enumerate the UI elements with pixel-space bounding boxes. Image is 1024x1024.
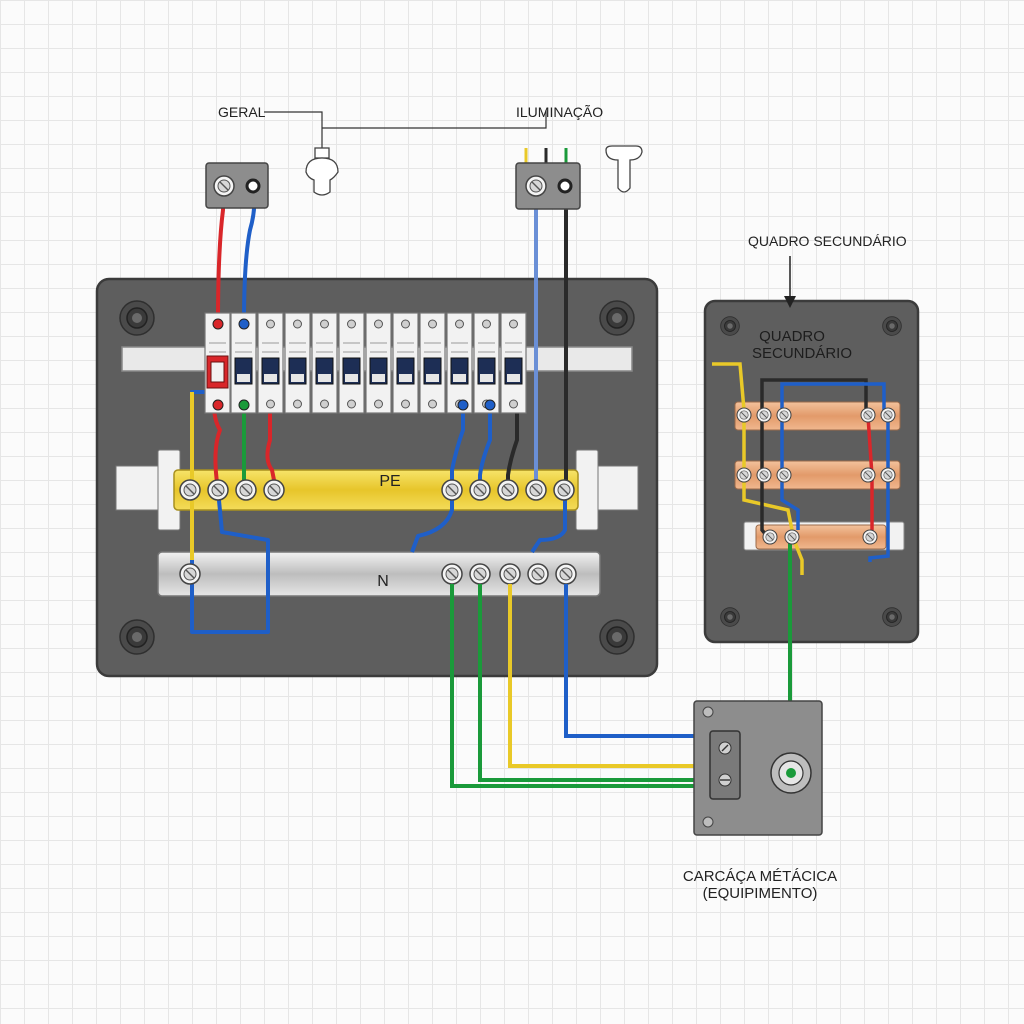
- n-bar-label: N: [377, 573, 389, 590]
- terminal-screw-icon: [527, 563, 549, 585]
- geral-label: GERAL: [218, 104, 266, 120]
- terminal-screw-icon: [347, 319, 356, 329]
- breaker-row: [204, 312, 527, 414]
- circuit-breaker: [257, 312, 284, 414]
- terminal-screw-icon: [756, 467, 772, 483]
- mounting-hole-icon: [882, 316, 902, 336]
- circuit-breaker: [473, 312, 500, 414]
- circuit-breaker: [365, 312, 392, 414]
- mounting-hole-icon: [119, 619, 155, 655]
- terminal-dot: [238, 318, 250, 330]
- secondary-panel: [703, 299, 920, 770]
- equipment-label: CARCÁÇA MÉTÁCICA (EQUIPIMENTO): [680, 868, 840, 902]
- terminal-screw-icon: [235, 479, 257, 501]
- terminal-screw-icon: [509, 319, 518, 329]
- terminal-screw-icon: [762, 529, 778, 545]
- mounting-hole-icon: [599, 300, 635, 336]
- terminal-screw-icon: [441, 479, 463, 501]
- terminal-screw-icon: [776, 467, 792, 483]
- mounting-hole-icon: [119, 300, 155, 336]
- equipment-label-line2: (EQUIPIMENTO): [702, 885, 818, 902]
- terminal-screw-icon: [213, 175, 235, 197]
- terminal-screw-icon: [525, 479, 547, 501]
- mounting-hole-icon: [720, 607, 740, 627]
- mounting-hole-icon: [720, 316, 740, 336]
- terminal-screw-icon: [776, 407, 792, 423]
- terminal-screw-icon: [207, 479, 229, 501]
- terminal-screw-icon: [880, 467, 896, 483]
- circuit-breaker: [392, 312, 419, 414]
- terminal-screw-icon: [860, 407, 876, 423]
- terminal-screw-icon: [374, 319, 383, 329]
- quadro-secundario-label: QUADRO SECUNDÁRIO: [748, 233, 907, 249]
- terminal-screw-icon: [880, 407, 896, 423]
- equipment-box: [693, 700, 823, 836]
- circuit-breaker: [446, 312, 473, 414]
- pe-bar-label: PE: [379, 473, 400, 490]
- terminal-screw-icon: [266, 399, 275, 409]
- terminal-screw-icon: [555, 563, 577, 585]
- terminal-dot: [457, 399, 469, 411]
- terminal-screw-icon: [736, 467, 752, 483]
- secondary-panel-title-line1: QUADRO: [759, 328, 825, 345]
- terminal-screw-icon: [179, 563, 201, 585]
- terminal-screw-icon: [293, 319, 302, 329]
- terminal-screw-icon: [497, 479, 519, 501]
- terminal-screw-icon: [179, 479, 201, 501]
- terminal-dot: [484, 399, 496, 411]
- mounting-hole-icon: [882, 607, 902, 627]
- iluminacao-switch-box: [515, 162, 581, 210]
- terminal-screw-icon: [736, 407, 752, 423]
- terminal-screw-icon: [441, 563, 463, 585]
- circuit-breaker: [338, 312, 365, 414]
- terminal-screw-icon: [266, 319, 275, 329]
- geral-switch-box: [205, 162, 269, 209]
- arrow-down-icon: [784, 256, 796, 308]
- mushroom-button-icon: [605, 145, 643, 193]
- terminal-screw-icon: [401, 399, 410, 409]
- circuit-breaker: [284, 312, 311, 414]
- terminal-dot: [212, 318, 224, 330]
- terminal-screw-icon: [553, 479, 575, 501]
- circuit-breaker: [500, 312, 527, 414]
- wires-to-equipment: [450, 584, 694, 788]
- terminal-screw-icon: [293, 399, 302, 409]
- terminal-screw-icon: [320, 319, 329, 329]
- lamp-icon: [305, 147, 339, 196]
- terminal-screw-icon: [374, 399, 383, 409]
- terminal-screw-icon: [469, 479, 491, 501]
- terminal-screw-icon: [482, 319, 491, 329]
- terminal-screw-icon: [860, 467, 876, 483]
- terminal-screw-icon: [455, 319, 464, 329]
- terminal-screw-icon: [320, 399, 329, 409]
- terminal-screw-icon: [428, 399, 437, 409]
- terminal-screw-icon: [347, 399, 356, 409]
- circuit-breaker: [419, 312, 446, 414]
- iluminacao-label: ILUMINAÇÃO: [516, 104, 604, 120]
- secondary-panel-title: QUADRO SECUNDÁRIO: [752, 328, 853, 362]
- terminal-screw-icon: [862, 529, 878, 545]
- terminal-screw-icon: [428, 319, 437, 329]
- terminal-screw-icon: [784, 529, 800, 545]
- terminal-screw-icon: [756, 407, 772, 423]
- terminal-screw-icon: [469, 563, 491, 585]
- circuit-breaker: [311, 312, 338, 414]
- label-leaders: [264, 110, 547, 150]
- terminal-screw-icon: [525, 175, 547, 197]
- terminal-screw-icon: [401, 319, 410, 329]
- secondary-panel-title-line2: SECUNDÁRIO: [752, 345, 853, 362]
- terminal-screw-icon: [499, 563, 521, 585]
- terminal-dot: [238, 399, 250, 411]
- terminal-screw-icon: [263, 479, 285, 501]
- mounting-hole-icon: [599, 619, 635, 655]
- terminal-dot: [212, 399, 224, 411]
- terminal-screw-icon: [509, 399, 518, 409]
- equipment-label-line1: CARCÁÇA MÉTÁCICA: [682, 868, 838, 885]
